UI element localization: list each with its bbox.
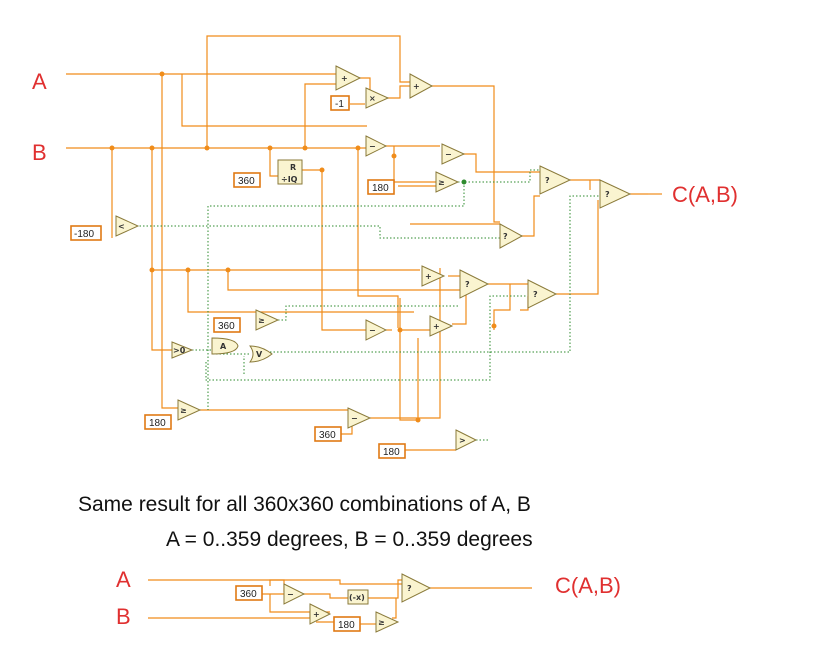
- svg-text:>0: >0: [173, 346, 186, 355]
- multiply-node[interactable]: ×: [365, 87, 390, 109]
- constant-360-a[interactable]: 360: [233, 172, 261, 188]
- bottom-constant-360[interactable]: 360: [235, 585, 263, 601]
- absolute-value-node[interactable]: A: [211, 337, 239, 355]
- svg-text:?: ?: [545, 176, 550, 185]
- bottom-greater-equal-node[interactable]: ≥: [375, 611, 400, 633]
- svg-text:360: 360: [218, 321, 235, 332]
- svg-text:R: R: [290, 163, 296, 172]
- select-node-5[interactable]: ?: [527, 279, 558, 309]
- svg-text:−: −: [287, 590, 294, 599]
- select-node-4[interactable]: ?: [459, 269, 490, 299]
- bottom-negate-node[interactable]: (-x): [347, 589, 369, 605]
- svg-text:+: +: [313, 610, 320, 619]
- select-node-1[interactable]: ?: [539, 165, 572, 195]
- constant-360-c[interactable]: 360: [314, 426, 342, 442]
- subtract-node-1[interactable]: −: [365, 135, 388, 157]
- svg-text:÷IQ: ÷IQ: [281, 175, 298, 184]
- greater-equal-node-1[interactable]: ≥: [435, 171, 460, 193]
- svg-text:?: ?: [605, 190, 610, 199]
- svg-text:180: 180: [149, 418, 166, 429]
- bottom-select-node[interactable]: ?: [401, 573, 432, 603]
- constant-180-b[interactable]: 180: [144, 414, 172, 430]
- caption-line-1: Same result for all 360x360 combinations…: [78, 493, 531, 516]
- caption-line-2: A = 0..359 degrees, B = 0..359 degrees: [166, 528, 533, 551]
- input-b-label: B: [32, 140, 47, 165]
- add-node-2[interactable]: +: [409, 73, 434, 99]
- input-a-label: A: [32, 69, 47, 94]
- add-node-3[interactable]: +: [421, 265, 446, 287]
- svg-text:?: ?: [503, 232, 508, 241]
- quotient-remainder-node[interactable]: R ÷IQ: [277, 159, 303, 185]
- greater-equal-node-3[interactable]: ≥: [177, 399, 202, 421]
- svg-text:<: <: [118, 222, 125, 231]
- or-node[interactable]: V: [249, 345, 273, 363]
- constant-neg1[interactable]: -1: [330, 95, 350, 111]
- bottom-input-a-label: A: [116, 567, 131, 592]
- bottom-constant-180[interactable]: 180: [333, 616, 361, 632]
- svg-text:360: 360: [319, 430, 336, 441]
- greater-equal-node-2[interactable]: ≥: [255, 309, 280, 331]
- svg-text:>: >: [459, 436, 466, 445]
- svg-text:+: +: [433, 322, 440, 331]
- constant-180-c[interactable]: 180: [378, 443, 406, 459]
- svg-text:V: V: [256, 350, 263, 359]
- svg-text:+: +: [425, 272, 432, 281]
- svg-text:-1: -1: [335, 99, 344, 110]
- subtract-node-3[interactable]: −: [365, 319, 388, 341]
- output-c-label: C(A,B): [672, 182, 738, 207]
- junction-dots: [109, 71, 497, 423]
- bottom-add-node[interactable]: +: [309, 603, 332, 625]
- subtract-node-2[interactable]: −: [441, 143, 466, 165]
- svg-text:180: 180: [383, 447, 400, 458]
- select-node-2[interactable]: ?: [599, 179, 632, 209]
- select-node-3[interactable]: ?: [499, 223, 524, 249]
- svg-text:-180: -180: [74, 229, 94, 240]
- svg-text:≥: ≥: [180, 406, 187, 415]
- less-than-node[interactable]: <: [115, 215, 140, 237]
- svg-text:−: −: [351, 414, 358, 423]
- subtract-node-4[interactable]: −: [347, 407, 372, 429]
- svg-text:?: ?: [407, 584, 412, 593]
- svg-text:180: 180: [338, 620, 355, 631]
- svg-text:?: ?: [533, 290, 538, 299]
- svg-text:+: +: [341, 74, 348, 83]
- greater-than-node[interactable]: >: [455, 429, 478, 451]
- numeric-wires: [66, 35, 648, 451]
- svg-text:180: 180: [372, 183, 389, 194]
- svg-text:≥: ≥: [438, 178, 445, 187]
- svg-text:−: −: [369, 142, 376, 151]
- svg-text:A: A: [220, 342, 227, 351]
- constant-minus180[interactable]: -180: [70, 225, 102, 241]
- bottom-subtract-node[interactable]: −: [283, 583, 306, 605]
- constant-360-b[interactable]: 360: [213, 317, 241, 333]
- svg-text:?: ?: [465, 280, 470, 289]
- svg-text:≥: ≥: [258, 316, 265, 325]
- constant-180-a[interactable]: 180: [367, 179, 395, 195]
- bottom-input-b-label: B: [116, 604, 131, 629]
- svg-text:≥: ≥: [378, 618, 385, 627]
- boolean-wires: [136, 169, 600, 441]
- svg-text:360: 360: [240, 589, 257, 600]
- bottom-output-c-label: C(A,B): [555, 573, 621, 598]
- add-node-4[interactable]: +: [429, 315, 454, 337]
- svg-text:+: +: [413, 82, 420, 91]
- svg-text:×: ×: [369, 94, 376, 103]
- add-node-1[interactable]: +: [335, 65, 362, 91]
- svg-text:(-x): (-x): [349, 593, 365, 602]
- greater-than-zero-node[interactable]: >0: [171, 341, 194, 359]
- svg-text:360: 360: [238, 176, 255, 187]
- svg-text:−: −: [445, 150, 452, 159]
- svg-text:−: −: [369, 326, 376, 335]
